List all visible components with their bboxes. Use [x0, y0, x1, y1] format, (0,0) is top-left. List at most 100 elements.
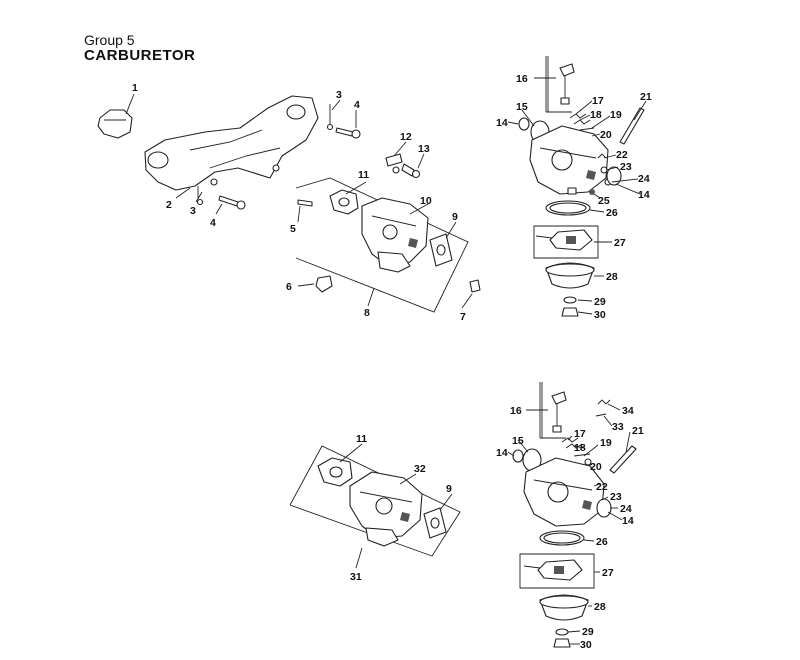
- spring-18: [573, 119, 591, 125]
- carburetor-main-bottom: [523, 457, 605, 527]
- diaphragm-14-right: [606, 166, 622, 186]
- label-14-top-left: 14: [496, 117, 508, 129]
- label-29-top: 29: [594, 296, 606, 308]
- label-30-top: 30: [594, 309, 606, 321]
- label-3-lower: 3: [190, 205, 196, 217]
- nut-30: [561, 307, 579, 317]
- screw-23-24: [600, 166, 612, 186]
- screw-19-20-lower: [573, 453, 592, 466]
- label-1: 1: [132, 82, 138, 94]
- label-12: 12: [400, 131, 412, 143]
- label-13: 13: [418, 143, 430, 155]
- leader-lines: [125, 77, 647, 645]
- label-19-bottom: 19: [600, 437, 612, 449]
- gasket-11: [329, 189, 359, 215]
- group-label: Group 5: [84, 32, 135, 48]
- screw-19: [579, 127, 595, 131]
- manifold-bolts: [196, 104, 361, 210]
- bracket-27-bottom: [519, 553, 595, 589]
- label-20-bottom: 20: [590, 461, 602, 473]
- label-31: 31: [350, 571, 362, 583]
- label-32: 32: [414, 463, 426, 475]
- label-27-bottom: 27: [602, 567, 614, 579]
- diaphragm-14-lower-right: [596, 498, 612, 518]
- carburetor-body-10: [361, 197, 429, 273]
- label-22-top: 22: [616, 149, 628, 161]
- label-9-top: 9: [452, 211, 458, 223]
- label-30-bottom: 30: [580, 639, 592, 651]
- kit-bracket-8: [295, 177, 469, 313]
- spring-22: [597, 153, 607, 159]
- label-23-bottom: 23: [610, 491, 622, 503]
- bowl-gasket-26-lower: [539, 530, 585, 546]
- screw-13: [411, 169, 421, 179]
- screw-33-34: [595, 399, 611, 417]
- label-17-bottom: 17: [574, 428, 586, 440]
- label-14-top-right: 14: [638, 189, 650, 201]
- bowl-gasket-26: [545, 200, 591, 216]
- idle-screw-16-lower: [551, 391, 567, 433]
- label-10: 10: [420, 195, 432, 207]
- label-6: 6: [286, 281, 292, 293]
- label-21-top: 21: [640, 91, 652, 103]
- label-4-upper: 4: [354, 99, 360, 111]
- label-26-top: 26: [606, 207, 618, 219]
- label-16-bottom: 16: [510, 405, 522, 417]
- label-21-bottom: 21: [632, 425, 644, 437]
- throttle-shaft-5: [297, 199, 313, 207]
- label-11-bottom: 11: [356, 433, 367, 445]
- intake-manifold: [144, 95, 319, 191]
- label-29-bottom: 29: [582, 626, 594, 638]
- label-17-top: 17: [592, 95, 604, 107]
- label-16-top: 16: [516, 73, 528, 85]
- washer-29-lower: [555, 628, 569, 636]
- float-bowl-28: [545, 262, 595, 289]
- label-18-top: 18: [590, 109, 602, 121]
- intake-cap: [97, 109, 133, 139]
- gasket-25: [589, 189, 595, 195]
- label-19-top: 19: [610, 109, 622, 121]
- label-34: 34: [622, 405, 634, 417]
- label-15-top: 15: [516, 101, 528, 113]
- label-28-top: 28: [606, 271, 618, 283]
- label-3-upper: 3: [336, 89, 342, 101]
- label-5: 5: [290, 223, 296, 235]
- gasket-9: [429, 233, 453, 267]
- label-26-bottom: 26: [596, 536, 608, 548]
- link-12: [385, 153, 415, 177]
- gasket-11-lower: [317, 457, 353, 487]
- float-27: [535, 229, 593, 251]
- diaphragm-14-lower-left: [512, 449, 524, 463]
- throttle-lever-21: [619, 107, 645, 145]
- label-22-bottom: 22: [596, 481, 608, 493]
- label-11-top: 11: [358, 169, 369, 181]
- bracket-16-top: [545, 56, 572, 113]
- label-15-bottom: 15: [512, 435, 524, 447]
- label-18-bottom: 18: [574, 442, 586, 454]
- label-2: 2: [166, 199, 172, 211]
- label-25: 25: [598, 195, 610, 207]
- label-27-top: 27: [614, 237, 626, 249]
- label-8: 8: [364, 307, 370, 319]
- idle-screw-16: [559, 63, 575, 105]
- float-bowl-28-lower: [539, 594, 589, 621]
- label-24-top: 24: [638, 173, 650, 185]
- label-24-bottom: 24: [620, 503, 632, 515]
- carburetor-body-32: [349, 471, 423, 547]
- bracket-27-top: [533, 225, 599, 259]
- label-9-bottom: 9: [446, 483, 452, 495]
- label-23-top: 23: [620, 161, 632, 173]
- label-14-bottom-right: 14: [622, 515, 634, 527]
- label-20-top: 20: [600, 129, 612, 141]
- label-7: 7: [460, 311, 466, 323]
- label-33: 33: [612, 421, 624, 433]
- throttle-lever-21-lower: [609, 445, 637, 474]
- label-14-bottom-left: 14: [496, 447, 508, 459]
- float-27-lower: [523, 559, 583, 581]
- nut-7: [469, 279, 481, 293]
- label-28-bottom: 28: [594, 601, 606, 613]
- diaphragm-14-left: [518, 117, 530, 131]
- carburetor-main-top: [529, 125, 609, 195]
- part-labels: 1 2 3 3 4 4 5 6 7 8 9 10 11 12 13 16 15 …: [132, 73, 652, 651]
